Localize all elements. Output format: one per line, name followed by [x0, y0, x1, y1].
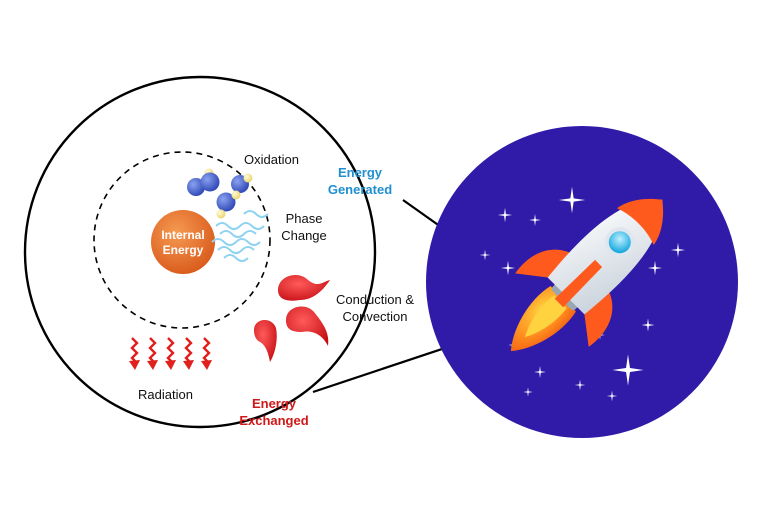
internal-energy-core — [151, 210, 215, 274]
molecule-icon — [187, 168, 253, 219]
phase-change-label: Phase Change — [272, 210, 336, 244]
heat-flow-icon — [254, 275, 330, 362]
internal-energy-label-line1: Internal — [161, 228, 205, 242]
internal-energy-label: Internal Energy — [151, 228, 215, 258]
energy-generated-label-line1: Energy — [337, 165, 383, 180]
oxidation-label: Oxidation — [244, 152, 299, 167]
energy-generated-label: Energy Generated — [320, 164, 400, 198]
conduction-label-line2: Convection — [342, 309, 408, 324]
conduction-convection-label: Conduction & Convection — [330, 291, 420, 325]
phase-change-label-line2: Change — [281, 228, 327, 243]
wave-icon — [211, 210, 269, 262]
conduction-label-line1: Conduction & — [335, 292, 415, 307]
radiation-arrow-icon — [127, 336, 214, 372]
energy-exchanged-label-line1: Energy — [251, 396, 297, 411]
internal-boundary-circle — [93, 151, 271, 329]
energy-exchanged-label: Energy Exchanged — [234, 395, 314, 429]
phase-change-label-line1: Phase — [285, 211, 323, 226]
radiation-label: Radiation — [138, 387, 193, 402]
rocket-icon — [510, 198, 664, 352]
energy-generated-label-line2: Generated — [327, 182, 393, 197]
system-boundary-circle — [23, 75, 377, 429]
energy-exchanged-label-line2: Exchanged — [239, 413, 309, 428]
internal-energy-label-line2: Energy — [162, 243, 204, 257]
